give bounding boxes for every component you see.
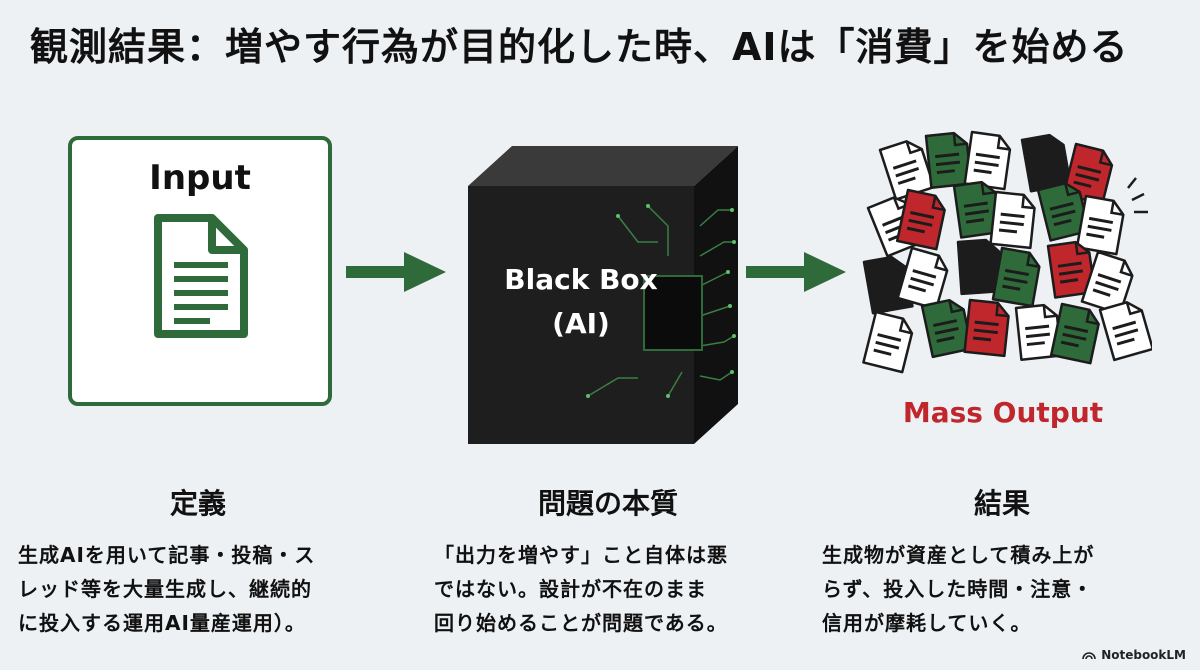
arrow-right-icon — [746, 252, 846, 292]
brand-watermark: NotebookLM — [1082, 648, 1186, 662]
input-card: Input — [68, 136, 332, 406]
arrow-right-icon — [346, 252, 446, 292]
text-line: 生成物が資産として積み上が — [822, 543, 1095, 567]
text-line: に投入する運用AI量産運用）。 — [18, 611, 306, 635]
definition-text: 生成AIを用いて記事・投稿・ス レッド等を大量生成し、継続的 に投入する運用AI… — [18, 538, 378, 640]
text-line: レッド等を大量生成し、継続的 — [18, 577, 312, 601]
text-line: らず、投入した時間・注意・ — [822, 577, 1094, 601]
result-heading: 結果 — [973, 487, 1030, 520]
page-title: 観測結果：増やす行為が目的化した時、AIは「消費」を始める — [30, 25, 1129, 69]
result-column: 結果 生成物が資産として積み上が らず、投入した時間・注意・ 信用が摩耗していく… — [822, 482, 1182, 640]
problem-essence-text: 「出力を増やす」こと自体は悪 ではない。設計が不在のまま 回り始めることが問題で… — [428, 538, 788, 640]
input-label: Input — [149, 158, 251, 198]
black-box-label-line2: (AI) — [552, 307, 610, 340]
document-pile-illustration — [862, 130, 1152, 374]
text-line: 回り始めることが問題である。 — [434, 611, 728, 635]
result-text: 生成物が資産として積み上が らず、投入した時間・注意・ 信用が摩耗していく。 — [822, 538, 1182, 640]
text-line: 「出力を増やす」こと自体は悪 — [434, 543, 728, 567]
black-box-label: Black Box (AI) — [496, 258, 666, 346]
text-line: 生成AIを用いて記事・投稿・ス — [18, 543, 316, 567]
definition-heading: 定義 — [169, 487, 226, 520]
black-box-label-line1: Black Box — [504, 263, 658, 296]
document-icon — [154, 214, 248, 338]
text-line: ではない。設計が不在のまま — [434, 577, 707, 601]
text-line: 信用が摩耗していく。 — [822, 611, 1032, 635]
mass-output-label: Mass Output — [902, 396, 1104, 429]
problem-essence-column: 問題の本質 「出力を増やす」こと自体は悪 ではない。設計が不在のまま 回り始める… — [428, 482, 788, 640]
brand-name: NotebookLM — [1101, 648, 1186, 662]
problem-essence-heading: 問題の本質 — [537, 487, 678, 520]
notebooklm-logo-icon — [1082, 652, 1096, 660]
definition-column: 定義 生成AIを用いて記事・投稿・ス レッド等を大量生成し、継続的 に投入する運… — [18, 482, 378, 640]
black-box-cube — [468, 146, 738, 444]
